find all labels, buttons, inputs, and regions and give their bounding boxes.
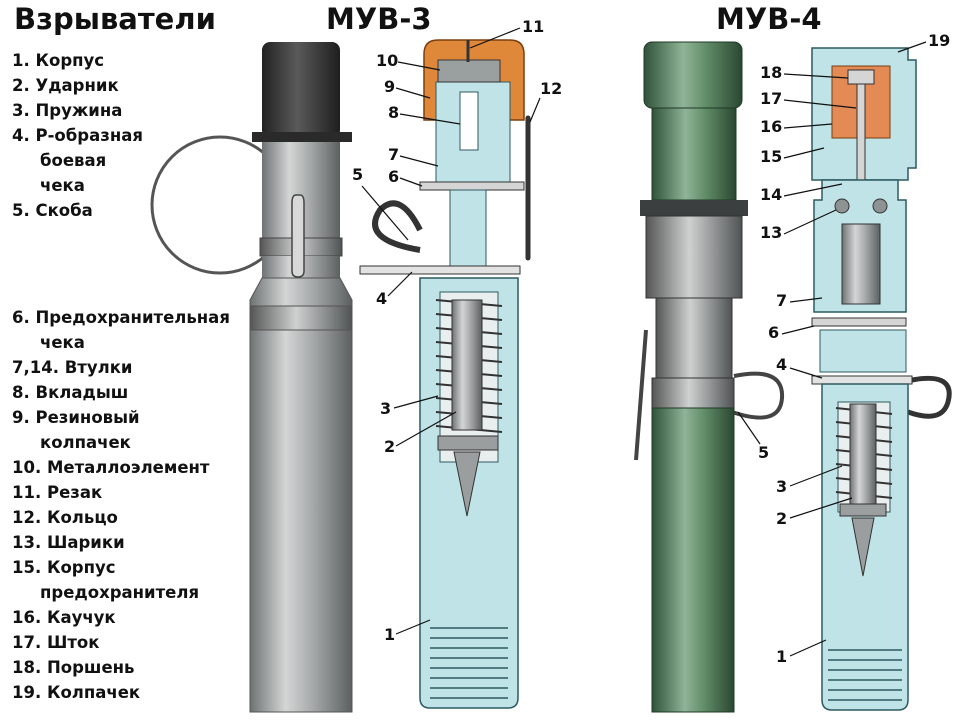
callout-7: 7 (388, 145, 399, 164)
muv4-external-view (634, 41, 785, 713)
legend-item: 19. Колпачек (12, 683, 141, 702)
callout-14: 14 (760, 185, 782, 204)
striker-point (453, 451, 481, 517)
muv4-striker-2 (849, 403, 877, 511)
callout-4b: 4 (776, 355, 787, 374)
legend-item: 4. Р-образная (12, 126, 143, 145)
muv4-title: МУВ-4 (716, 2, 822, 36)
insert-8 (459, 91, 479, 151)
legend-item-cont: чека (40, 176, 85, 195)
legend-item: 8. Вкладыш (12, 383, 129, 402)
callout-3b: 3 (776, 477, 787, 496)
muv4-bracket-5 (907, 375, 952, 419)
bushing-14 (841, 223, 881, 305)
legend-item-cont: колпачек (40, 433, 131, 452)
legend-item: 15. Корпус (12, 558, 116, 577)
rod-17 (856, 83, 866, 195)
combat-pin-4 (359, 265, 521, 275)
muv4-collar (640, 200, 748, 216)
muv4-pin-6 (634, 329, 648, 461)
muv4-body (651, 407, 735, 713)
callout-8: 8 (388, 103, 399, 122)
callout-6b: 6 (768, 323, 779, 342)
legend-item: 10. Металлоэлемент (12, 458, 210, 477)
metal-element (437, 59, 501, 83)
upper-stem (449, 189, 487, 271)
muv4-pin6-plate (811, 317, 907, 327)
legend-item: 1. Корпус (12, 51, 105, 70)
legend-item: 11. Резак (12, 483, 103, 502)
callout-12: 12 (540, 79, 562, 98)
callout-18: 18 (760, 63, 782, 82)
legend-item-cont: чека (40, 333, 85, 352)
legend-item: 18. Поршень (12, 658, 135, 677)
cap-green (643, 41, 743, 109)
muv3-external-view (150, 42, 353, 713)
ball-13b (872, 198, 888, 214)
callout-1b: 1 (776, 647, 787, 666)
callout-5b: 5 (758, 443, 769, 462)
muv3-cross-section (359, 39, 531, 709)
cap-collar (252, 132, 352, 142)
safety-pin-6 (419, 181, 525, 191)
callout-17: 17 (760, 89, 782, 108)
callout-10: 10 (376, 51, 398, 70)
legend-item: 16. Каучук (12, 608, 116, 627)
legend-item: 17. Шток (12, 633, 100, 652)
safety-pin (291, 194, 305, 278)
callout-2b: 2 (776, 509, 787, 528)
callout-7b: 7 (776, 291, 787, 310)
piston-18 (847, 69, 875, 85)
muv4-striker-point (851, 517, 875, 577)
legend-item-cont: предохранителя (40, 583, 200, 602)
muv4-neck (655, 297, 733, 379)
muv4-bracket (731, 371, 785, 420)
muv4-pin4 (811, 375, 913, 385)
legend-item: 7,14. Втулки (12, 358, 133, 377)
muv4-striker-head (839, 503, 887, 517)
callout-11: 11 (522, 17, 544, 36)
callout-9: 9 (384, 77, 395, 96)
legend-item: 9. Резиновый (12, 408, 140, 427)
thread (430, 627, 508, 699)
muv4-band (651, 377, 735, 409)
callout-15: 15 (760, 147, 782, 166)
bushing-7b (819, 329, 907, 373)
muv4-callouts: 19 18 17 16 15 14 13 7 6 4 5 3 2 1 (737, 31, 950, 666)
lower-body (249, 277, 353, 713)
callout-4: 4 (376, 289, 387, 308)
legend-parts-b: 6. Предохранительная чека 7,14. Втулки 8… (12, 305, 230, 705)
legend-item: 12. Кольцо (12, 508, 118, 527)
legend-item: 3. Пружина (12, 101, 123, 120)
lower-band (249, 305, 353, 331)
safety-body (651, 107, 737, 201)
muv3-callouts: 11 10 9 8 7 6 5 12 4 3 2 1 (352, 17, 562, 644)
legend-item: 5. Скоба (12, 201, 93, 220)
striker-2 (451, 299, 483, 431)
legend-item: 13. Шарики (12, 533, 125, 552)
bracket-5 (372, 200, 423, 253)
callout-3: 3 (380, 399, 391, 418)
callout-5: 5 (352, 165, 363, 184)
callout-16: 16 (760, 117, 782, 136)
cap-dark (262, 42, 340, 138)
callout-2: 2 (384, 437, 395, 456)
callout-1: 1 (384, 625, 395, 644)
muv4-sleeve (645, 215, 743, 299)
muv4-thread (828, 649, 902, 701)
muv4-cross-section (811, 47, 952, 711)
ball-13a (834, 198, 850, 214)
legend-item-cont: боевая (40, 151, 107, 170)
muv3-title: МУВ-3 (326, 2, 432, 36)
callout-6: 6 (388, 167, 399, 186)
legend-item: 2. Ударник (12, 76, 119, 95)
legend-item: 6. Предохранительная (12, 308, 230, 327)
callout-13: 13 (760, 223, 782, 242)
striker-head (437, 435, 499, 451)
page-title: Взрыватели (14, 2, 216, 36)
callout-19: 19 (928, 31, 950, 50)
legend-parts-a: 1. Корпус 2. Ударник 3. Пружина 4. Р-обр… (12, 48, 143, 223)
